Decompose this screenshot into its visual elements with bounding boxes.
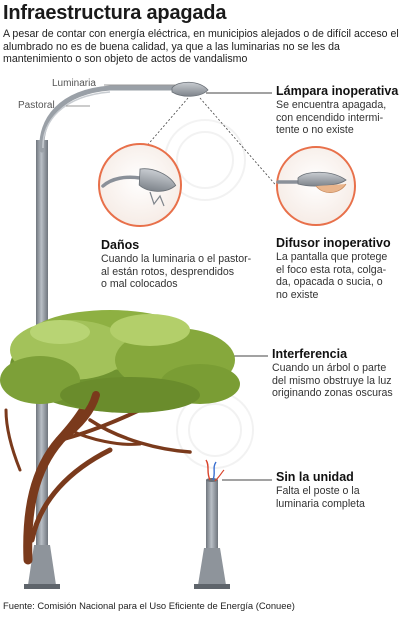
danos-text: Cuando la luminaria o el pastor- al está… bbox=[101, 253, 252, 291]
missing-unit-pole bbox=[194, 459, 230, 589]
difusor-inoperativo-text: La pantalla que protege el foco esta rot… bbox=[276, 251, 388, 301]
sin-la-unidad-heading: Sin la unidad bbox=[276, 470, 354, 484]
sin-la-unidad-text: Falta el poste o la luminaria completa bbox=[276, 485, 365, 510]
interferencia-text: Cuando un árbol o parte del mismo obstru… bbox=[272, 362, 393, 400]
lamp-head bbox=[171, 81, 209, 97]
pastoral-label: Pastoral bbox=[18, 100, 55, 111]
tree-foliage bbox=[0, 310, 240, 413]
lampara-inoperativa-text: Se encuentra apagada, con encendido inte… bbox=[276, 99, 387, 137]
interferencia-heading: Interferencia bbox=[272, 347, 348, 361]
main-pole-base bbox=[24, 545, 60, 589]
page-title: Infraestructura apagada bbox=[3, 2, 227, 24]
danos-heading: Daños bbox=[101, 238, 140, 252]
difusor-inoperativo-heading: Difusor inoperativo bbox=[276, 236, 391, 250]
lampara-inoperativa-heading: Lámpara inoperativa bbox=[276, 84, 399, 98]
diffuser-detail-circle bbox=[276, 146, 356, 226]
damage-detail-circle bbox=[98, 143, 182, 227]
luminaria-label: Luminaria bbox=[52, 78, 96, 89]
tree-trunk-front bbox=[56, 391, 142, 446]
intro-text: A pesar de contar con energía eléctrica,… bbox=[3, 28, 399, 66]
source-note: Fuente: Comisión Nacional para el Uso Ef… bbox=[3, 600, 295, 611]
